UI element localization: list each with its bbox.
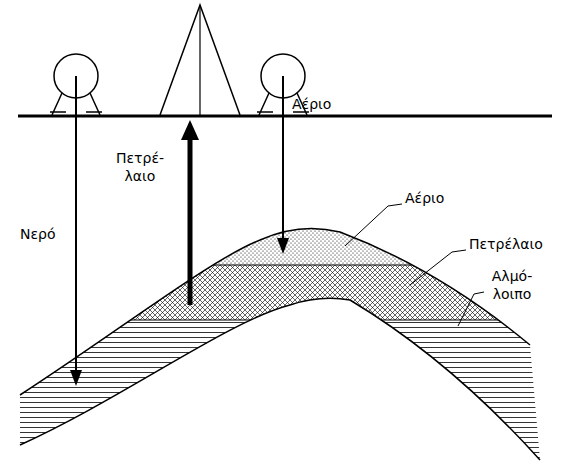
oil-derrick xyxy=(160,5,240,115)
top-boundary xyxy=(20,228,530,395)
layer-label: Αλμό-λοιπο xyxy=(486,268,538,303)
layer-label: Πετρέ-λαιο xyxy=(112,150,168,185)
ground-line xyxy=(18,115,552,118)
water-arrow xyxy=(70,76,82,386)
leader-lines xyxy=(345,204,484,326)
gas-arrow xyxy=(277,76,289,254)
layer-label: Νερό xyxy=(20,226,56,244)
layer-label: Πετρέλαιο xyxy=(469,236,543,254)
layer-label: Αέριο xyxy=(292,96,331,114)
bottom-boundary xyxy=(20,298,540,460)
reservoir-layer xyxy=(0,200,579,476)
oil-arrow xyxy=(181,120,199,305)
layer-label: Αέριο xyxy=(405,190,444,208)
